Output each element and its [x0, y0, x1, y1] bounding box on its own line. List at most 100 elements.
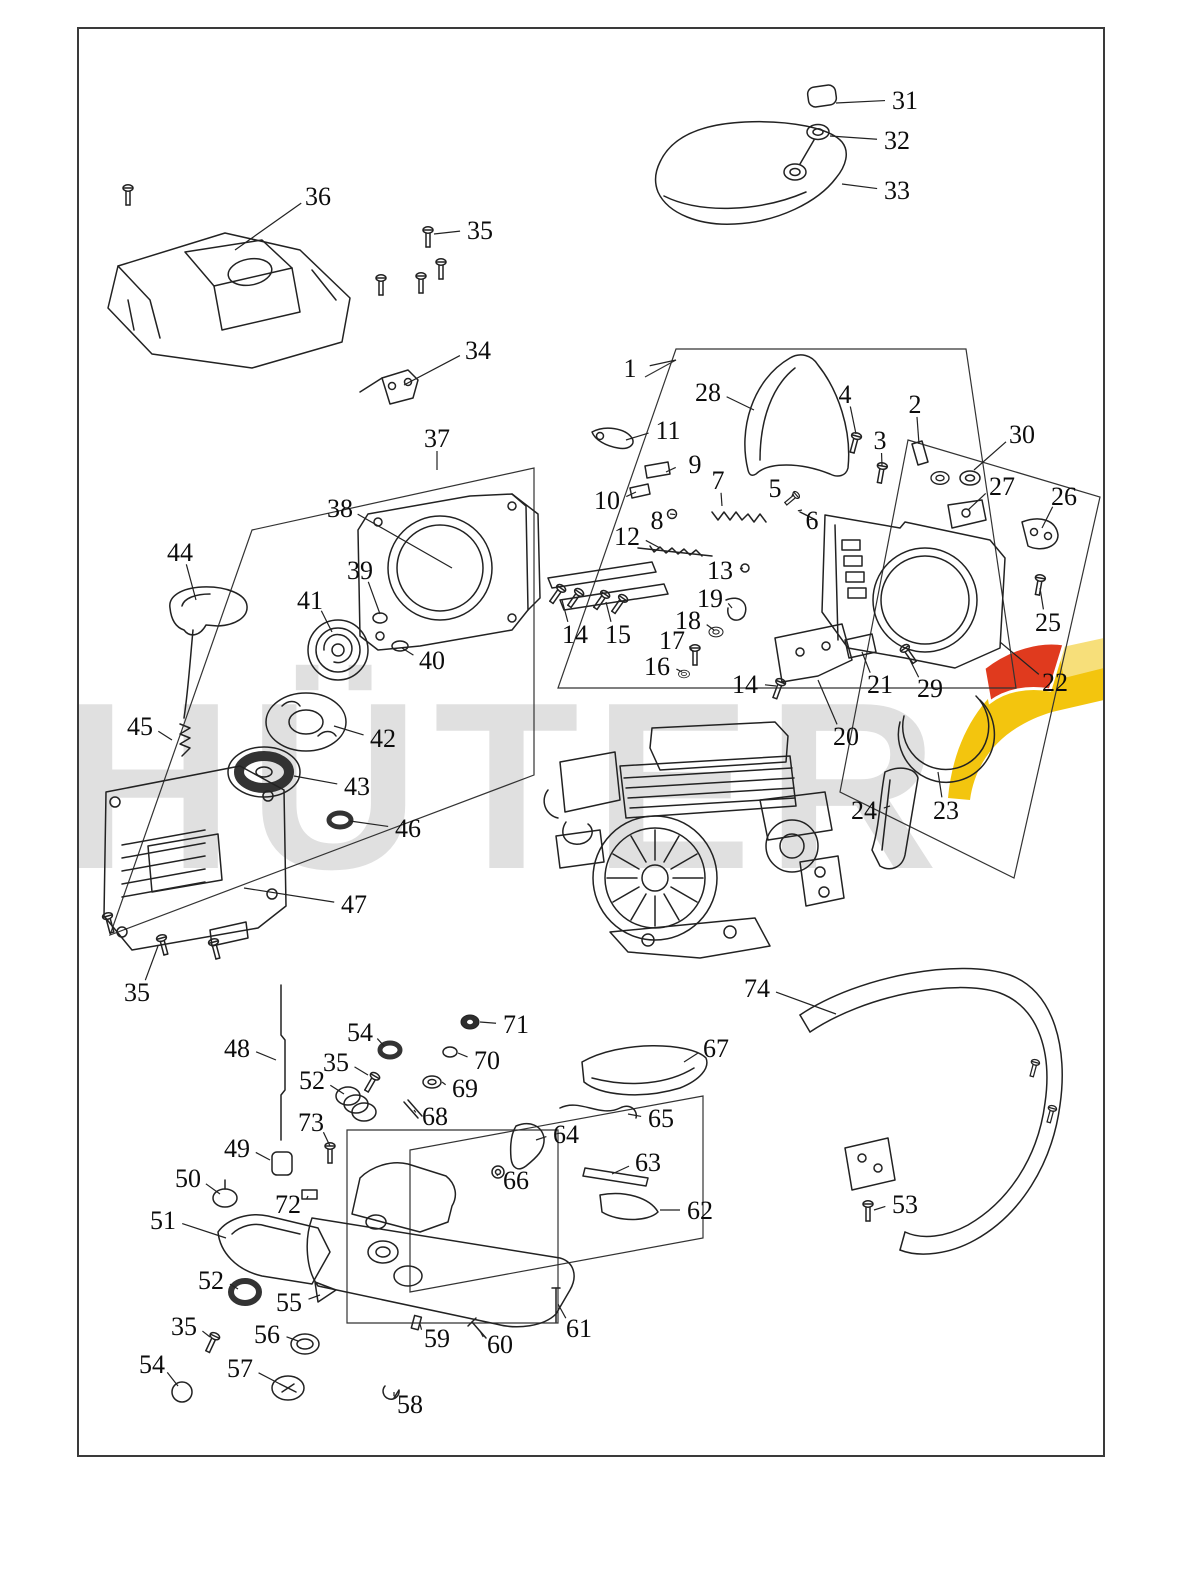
part-callout-4-8: 4 [839, 380, 857, 435]
part-callout-52-56: 52 [299, 1066, 345, 1095]
part-number-label: 74 [744, 974, 770, 1003]
part-number-label: 35 [467, 216, 493, 245]
part-callout-73-60: 73 [298, 1108, 331, 1147]
part-number-label: 64 [553, 1120, 579, 1149]
part-callout-30-13: 30 [973, 420, 1035, 471]
part-number-label: 63 [635, 1148, 661, 1177]
part-callout-21-37: 21 [861, 651, 893, 699]
part-number-label: 39 [347, 556, 373, 585]
part-callout-46-46: 46 [349, 814, 421, 843]
part-callout-17-33: 17 [659, 626, 694, 655]
part-number-label: 32 [884, 126, 910, 155]
part-number-label: 68 [422, 1102, 448, 1131]
part-callout-55-71: 55 [276, 1288, 321, 1317]
part-number-label: 56 [254, 1320, 280, 1349]
part-number-label: 10 [594, 486, 620, 515]
part-number-label: 49 [224, 1134, 250, 1163]
part-number-label: 7 [712, 466, 725, 495]
part-number-label: 60 [487, 1330, 513, 1359]
part-callout-35-48: 35 [124, 945, 159, 1007]
part-callout-20-42: 20 [817, 679, 859, 751]
part-callout-13-25: 13 [707, 556, 744, 585]
part-callout-69-55: 69 [441, 1074, 478, 1103]
part-callout-50-65: 50 [175, 1164, 221, 1195]
part-callout-1-6: 1 [624, 354, 677, 383]
part-number-label: 6 [806, 506, 819, 535]
part-callout-32-1: 32 [829, 126, 910, 155]
part-number-label: 41 [297, 586, 323, 615]
part-number-label: 38 [327, 494, 353, 523]
part-callout-31-0: 31 [835, 86, 918, 115]
part-number-label: 8 [651, 506, 664, 535]
part-callout-3-12: 3 [874, 426, 887, 467]
part-callout-29-38: 29 [907, 655, 943, 703]
part-number-label: 62 [687, 1196, 713, 1225]
brand-logo [948, 638, 1104, 800]
part-number-label: 67 [703, 1034, 729, 1063]
part-number-label: 59 [424, 1324, 450, 1353]
group-outline-boxes [109, 348, 1101, 1324]
part-number-label: 35 [171, 1312, 197, 1341]
part-number-label: 52 [299, 1066, 325, 1095]
part-callout-52-70: 52 [198, 1266, 239, 1295]
clutch-cover-drawing [821, 470, 1059, 870]
part-number-label: 54 [139, 1350, 165, 1379]
part-number-label: 53 [892, 1190, 918, 1219]
part-number-label: 3 [874, 426, 887, 455]
part-number-label: 17 [659, 626, 685, 655]
part-number-label: 11 [655, 416, 680, 445]
part-callout-71-50: 71 [479, 1010, 529, 1039]
part-number-label: 73 [298, 1108, 324, 1137]
part-callout-68-58: 68 [413, 1102, 448, 1131]
front-handle-drawing [799, 967, 1063, 1255]
part-number-label: 33 [884, 176, 910, 205]
cylinder-cover-drawing [107, 184, 447, 405]
part-number-label: 2 [909, 390, 922, 419]
part-callout-34-5: 34 [403, 336, 491, 386]
part-number-label: 50 [175, 1164, 201, 1193]
part-callout-56-73: 56 [254, 1320, 299, 1349]
part-callout-47-47: 47 [243, 887, 367, 919]
part-number-label: 35 [323, 1048, 349, 1077]
part-callout-61-74: 61 [557, 1303, 592, 1343]
part-callout-12-23: 12 [614, 522, 661, 551]
part-callout-8-21: 8 [651, 506, 676, 535]
part-number-label: 46 [395, 814, 421, 843]
part-number-label: 42 [370, 724, 396, 753]
part-callout-53-68: 53 [873, 1190, 918, 1219]
part-number-label: 19 [697, 584, 723, 613]
part-number-label: 70 [474, 1046, 500, 1075]
part-callout-15-32: 15 [605, 601, 631, 649]
part-callout-67-57: 67 [683, 1034, 729, 1063]
part-number-label: 57 [227, 1354, 253, 1383]
part-number-label: 29 [917, 674, 943, 703]
part-callout-57-78: 57 [227, 1354, 281, 1385]
part-number-label: 51 [150, 1206, 176, 1235]
part-callout-60-76: 60 [479, 1330, 513, 1359]
part-number-label: 66 [503, 1166, 529, 1195]
part-number-label: 30 [1009, 420, 1035, 449]
part-number-label: 21 [867, 670, 893, 699]
part-callout-18-29: 18 [675, 606, 715, 635]
part-callout-49-62: 49 [224, 1134, 271, 1163]
part-callout-54-51: 54 [347, 1018, 385, 1047]
part-number-label: 9 [689, 450, 702, 479]
part-number-label: 15 [605, 620, 631, 649]
part-callout-45-40: 45 [127, 712, 173, 741]
part-number-label: 27 [989, 472, 1015, 501]
part-callout-42-41: 42 [333, 724, 396, 753]
part-callout-2-9: 2 [909, 390, 922, 445]
part-number-label: 45 [127, 712, 153, 741]
part-number-label: 14 [562, 620, 588, 649]
part-callout-11-10: 11 [625, 416, 681, 445]
part-number-label: 47 [341, 890, 367, 919]
part-number-label: 72 [275, 1190, 301, 1219]
part-callout-70-52: 70 [457, 1046, 500, 1075]
part-number-label: 34 [465, 336, 491, 365]
part-callout-36-3: 36 [234, 182, 331, 251]
part-number-label: 48 [224, 1034, 250, 1063]
part-number-label: 13 [707, 556, 733, 585]
part-callout-37-11: 37 [424, 424, 450, 470]
part-callout-19-28: 19 [697, 584, 733, 613]
